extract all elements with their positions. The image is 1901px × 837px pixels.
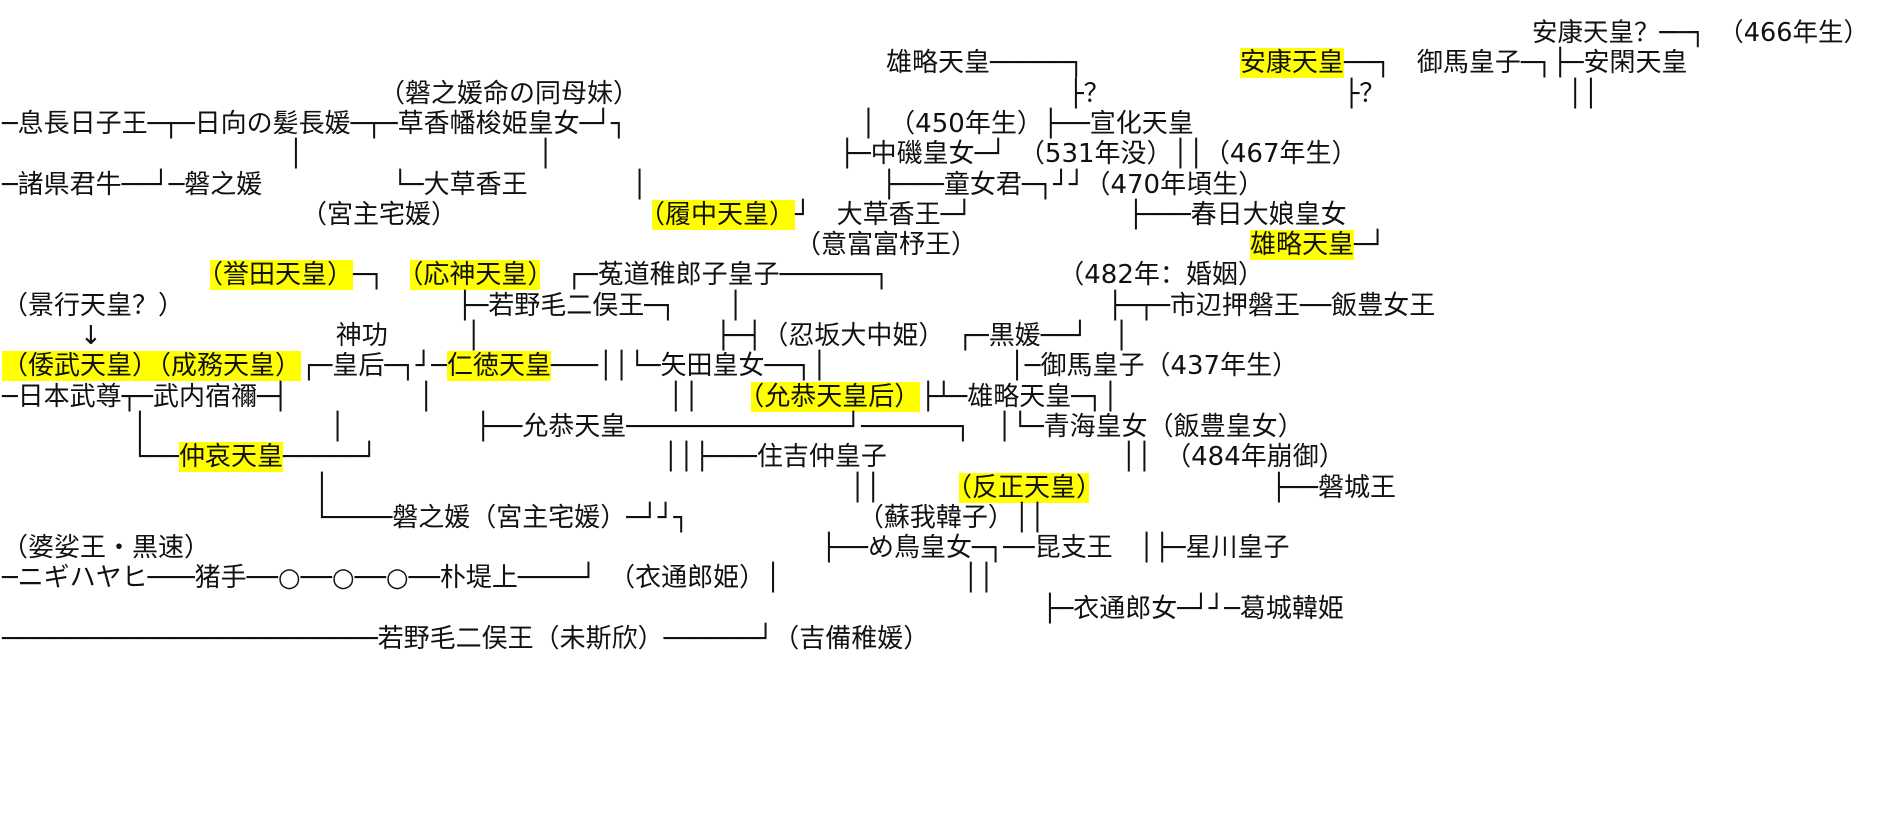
chart-line: （婆娑王・黒速） ├──め鳥皇女─┐──昆支王 │├─星川皇子 bbox=[2, 530, 1290, 567]
chart-line: │ ││ （反正天皇） ├──磐城王 bbox=[2, 470, 1396, 507]
line-text: （婆娑王・黒速） ├──め鳥皇女─┐──昆支王 │├─星川皇子 bbox=[2, 533, 1290, 564]
line-text: ├─衣通郎女─┘┘─葛城韓姫 bbox=[2, 593, 1344, 624]
line-text: ─ニギハヤヒ───猪手──○──○──○──朴堤上────┘ （衣通郎姫）│ │… bbox=[2, 563, 995, 594]
chart-line: ├─衣通郎女─┘┘─葛城韓姫 bbox=[2, 591, 1344, 628]
highlighted-name: （履中天皇） bbox=[652, 199, 796, 230]
line-text bbox=[2, 260, 210, 290]
highlighted-name: （反正天皇） bbox=[958, 472, 1089, 503]
highlighted-name: 雄略天皇 bbox=[1250, 230, 1355, 261]
line-text: 安康天皇？──┐ （466年生） bbox=[2, 18, 1869, 48]
chart-line: ─諸県君牛──┘─磐之媛 └─大草香王 │ ├───童女君─┐┘┘（470年頃生… bbox=[2, 167, 1264, 204]
line-text: │ │ ├─中磯皇女─┘ （531年没）││（467年生） bbox=[2, 139, 1358, 170]
chart-line: （景行天皇？） ├─若野毛二俣王─┐ │ ├─┬─市辺押磐王──飯豊女王 bbox=[2, 288, 1435, 325]
chart-line: ────────────────────────若野毛二俣王（未斯欣）─────… bbox=[2, 621, 929, 658]
line-text: │ ││ bbox=[2, 472, 959, 503]
line-text: └────磐之媛（宮主宅媛）─┘┘┐ （蘇我韓子）││ bbox=[2, 502, 1046, 533]
highlighted-name: （応神天皇） bbox=[410, 260, 541, 291]
highlighted-name: 仁徳天皇 bbox=[446, 351, 551, 382]
highlighted-name: （倭武天皇） bbox=[2, 351, 159, 382]
highlighted-name: （誉田天皇） bbox=[210, 260, 354, 291]
chart-line: （誉田天皇）─┐ （応神天皇） ┌─菟道稚郎子皇子──────┐ （482年：婚… bbox=[2, 257, 1264, 294]
chart-line: ─ニギハヤヒ───猪手──○──○──○──朴堤上────┘ （衣通郎姫）│ │… bbox=[2, 560, 994, 597]
chart-line: （意富富杼王） 雄略天皇─┘ bbox=[2, 227, 1385, 264]
chart-line: │ │ ├──允恭天皇──────────────┘──────┐ │└─青海皇… bbox=[2, 409, 1304, 446]
line-text: ────────────────────────若野毛二俣王（未斯欣）─────… bbox=[2, 624, 930, 654]
line-text: ─諸県君牛──┘─磐之媛 └─大草香王 │ ├───童女君─┐┘┘（470年頃生… bbox=[2, 169, 1265, 200]
highlighted-name: 安康天皇 bbox=[1239, 48, 1344, 79]
line-text: ───││└─矢田皇女──┐│ │─御馬皇子（437年生） bbox=[550, 351, 1299, 382]
line-text: ─日本武尊┬─武内宿禰─┤ │ ││ bbox=[2, 381, 752, 412]
chart-line: │ │ ├─中磯皇女─┘ （531年没）││（467年生） bbox=[2, 136, 1357, 173]
line-text: ──┐ 御馬皇子─┐├─安閑天皇 bbox=[1343, 48, 1688, 79]
line-text: （磐之媛命の同母妹） ├？ ├？ ││ bbox=[2, 78, 1599, 109]
line-text: ┌─皇后─┐┘─ bbox=[301, 351, 447, 382]
line-text: │ │ ├──允恭天皇──────────────┘──────┐ │└─青海皇… bbox=[2, 411, 1304, 442]
chart-line: （磐之媛命の同母妹） ├？ ├？ ││ bbox=[2, 76, 1599, 113]
chart-line: （宮主宅媛） （履中天皇）┘ 大草香王─┘ ├───春日大娘皇女 bbox=[2, 197, 1347, 234]
line-text: ─────┘ ││├───住吉仲皇子 ││ （484年崩御） bbox=[282, 442, 1345, 473]
line-text: ↓ 神功 │ ├─┤（忍坂大中姫） ┌─黒媛──┘ │ bbox=[2, 321, 1130, 351]
line-text: （宮主宅媛） bbox=[2, 199, 653, 230]
line-text: （景行天皇？） ├─若野毛二俣王─┐ │ ├─┬─市辺押磐王──飯豊女王 bbox=[2, 290, 1436, 321]
highlighted-name: 仲哀天皇 bbox=[178, 442, 283, 473]
line-text: └── bbox=[2, 442, 179, 473]
chart-line: ↓ 神功 │ ├─┤（忍坂大中姫） ┌─黒媛──┘ │ bbox=[2, 318, 1129, 355]
line-text: ├──磐城王 bbox=[1088, 472, 1396, 503]
chart-line: └────磐之媛（宮主宅媛）─┘┘┐ （蘇我韓子）││ bbox=[2, 500, 1045, 537]
highlighted-name: （成務天皇） bbox=[158, 351, 302, 382]
line-text: （意富富杼王） bbox=[2, 230, 1251, 261]
line-text: ─┘ bbox=[1354, 230, 1386, 261]
chart-line: 雄略天皇─────┐ 安康天皇──┐ 御馬皇子─┐├─安閑天皇 bbox=[2, 45, 1688, 82]
chart-line: 安康天皇？──┐ （466年生） bbox=[2, 15, 1869, 52]
line-text: 雄略天皇─────┐ bbox=[2, 48, 1240, 79]
line-text: ─┐ bbox=[353, 260, 411, 291]
chart-line: ─息長日子王─┬─日向の髪長媛─┬─草香幡梭姫皇女─┘┐ │ （450年生）├─… bbox=[2, 106, 1194, 143]
chart-line: ─日本武尊┬─武内宿禰─┤ │ ││ （允恭天皇后）├┴─雄略天皇─┐│ bbox=[2, 379, 1118, 416]
highlighted-name: （允恭天皇后） bbox=[751, 381, 921, 412]
line-text: ─息長日子王─┬─日向の髪長媛─┬─草香幡梭姫皇女─┘┐ │ （450年生）├─… bbox=[2, 108, 1194, 139]
line-text: ├┴─雄略天皇─┐│ bbox=[920, 381, 1119, 412]
chart-line: └──仲哀天皇─────┘ ││├───住吉仲皇子 ││ （484年崩御） bbox=[2, 439, 1345, 476]
line-text: ┌─菟道稚郎子皇子──────┐ （482年：婚姻） bbox=[540, 260, 1264, 291]
line-text: ┘ 大草香王─┘ ├───春日大娘皇女 bbox=[795, 199, 1347, 230]
chart-line: （倭武天皇）（成務天皇）┌─皇后─┐┘─仁徳天皇───││└─矢田皇女──┐│ … bbox=[2, 348, 1298, 385]
